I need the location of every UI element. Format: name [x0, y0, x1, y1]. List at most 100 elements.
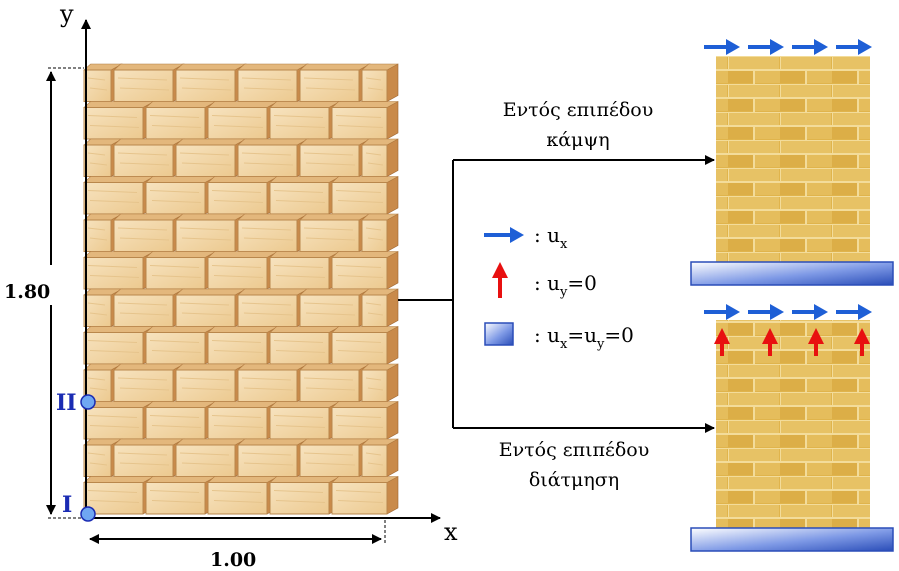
- legend-ux: : ux: [484, 223, 568, 252]
- shear-label-line2: διάτμηση: [529, 469, 619, 491]
- brick: [269, 475, 341, 515]
- brick: [175, 63, 247, 103]
- legend-fixed-subscript-x: x: [560, 337, 568, 352]
- svg-text:: ux=uy=0: : ux=uy=0: [534, 323, 634, 352]
- arrow-right-icon: [748, 304, 784, 320]
- brick: [299, 63, 371, 103]
- legend-ux-subscript: x: [560, 237, 568, 252]
- brick: [237, 438, 309, 478]
- shear-fixed-support: [690, 527, 894, 552]
- legend-fixed-symbol: : u: [534, 323, 560, 347]
- width-dimension-label: 1.00: [210, 549, 256, 571]
- legend-fixed: : ux=uy=0: [484, 322, 634, 352]
- brick: [145, 175, 217, 215]
- brick: [331, 100, 399, 140]
- brick: [361, 438, 399, 478]
- point-I-marker: [80, 506, 96, 522]
- brick: [331, 250, 399, 290]
- arrow-right-icon: [704, 39, 740, 55]
- brick: [145, 250, 217, 290]
- brick: [361, 288, 399, 328]
- arrow-up-icon: [714, 328, 730, 356]
- brick: [299, 288, 371, 328]
- bending-model: [690, 39, 894, 286]
- arrow-up-icon: [854, 328, 870, 356]
- brick: [207, 100, 279, 140]
- brick: [175, 438, 247, 478]
- brick: [145, 475, 217, 515]
- legend-fixed-value: =0: [604, 323, 633, 347]
- brick: [113, 438, 185, 478]
- width-dimension: 1.00: [89, 520, 386, 571]
- arrow-up-icon: [762, 328, 778, 356]
- legend-uy-symbol: : u: [534, 271, 560, 295]
- brick: [113, 138, 185, 178]
- shear-model: [690, 304, 894, 552]
- bending-fixed-support: [690, 261, 894, 286]
- brick: [207, 250, 279, 290]
- point-I-label: I: [62, 492, 72, 518]
- brick: [299, 138, 371, 178]
- brick: [175, 138, 247, 178]
- brick: [83, 250, 155, 290]
- brick: [269, 100, 341, 140]
- x-axis-label: x: [444, 518, 458, 546]
- legend-uy-subscript: y: [559, 285, 568, 300]
- height-dimension-label: 1.80: [4, 281, 50, 303]
- brick: [299, 438, 371, 478]
- arrow-right-icon: [836, 39, 872, 55]
- shear-masonry-panel: [716, 320, 870, 528]
- brick: [331, 475, 399, 515]
- brick: [83, 475, 155, 515]
- bending-top-arrows: [704, 39, 872, 55]
- svg-text:: ux: : ux: [534, 223, 568, 252]
- legend-ux-symbol: : u: [534, 223, 560, 247]
- brick: [269, 250, 341, 290]
- point-II: II: [56, 390, 96, 416]
- brick: [83, 100, 155, 140]
- shear-label-line1: Εντός επιπέδου: [499, 439, 650, 461]
- brick: [269, 325, 341, 365]
- brick: [175, 288, 247, 328]
- arrow-right-icon: [836, 304, 872, 320]
- brick-wall: [83, 62, 400, 520]
- shear-top-arrows: [704, 304, 872, 320]
- branch-connector: [398, 155, 715, 433]
- arrow-right-icon: [704, 304, 740, 320]
- brick: [237, 63, 309, 103]
- arrow-right-icon: [792, 304, 828, 320]
- point-II-label: II: [56, 390, 77, 416]
- shear-vertical-arrows: [714, 328, 870, 356]
- brick: [113, 288, 185, 328]
- brick: [145, 325, 217, 365]
- brick: [299, 213, 371, 253]
- brick: [331, 400, 399, 440]
- brick: [175, 363, 247, 403]
- coordinate-axes: y x: [59, 0, 458, 546]
- brick: [269, 175, 341, 215]
- brick: [237, 288, 309, 328]
- brick: [361, 138, 399, 178]
- brick: [83, 400, 155, 440]
- bending-label-line2: κάμψη: [546, 129, 609, 151]
- brick: [331, 325, 399, 365]
- brick: [237, 213, 309, 253]
- brick: [207, 325, 279, 365]
- arrow-up-icon: [808, 328, 824, 356]
- brick: [113, 213, 185, 253]
- brick: [299, 363, 371, 403]
- brick: [237, 138, 309, 178]
- point-I: I: [62, 492, 96, 522]
- legend-fixed-mid: =u: [567, 323, 597, 347]
- brick: [145, 400, 217, 440]
- legend-uy: : uy=0: [492, 262, 597, 300]
- brick: [83, 325, 155, 365]
- brick: [113, 63, 185, 103]
- arrow-right-icon: [748, 39, 784, 55]
- legend: : ux : uy=0 : ux=uy=0: [484, 223, 634, 352]
- brick: [83, 175, 155, 215]
- brick: [207, 475, 279, 515]
- brick: [145, 100, 217, 140]
- legend-fixed-subscript-y: y: [596, 337, 605, 352]
